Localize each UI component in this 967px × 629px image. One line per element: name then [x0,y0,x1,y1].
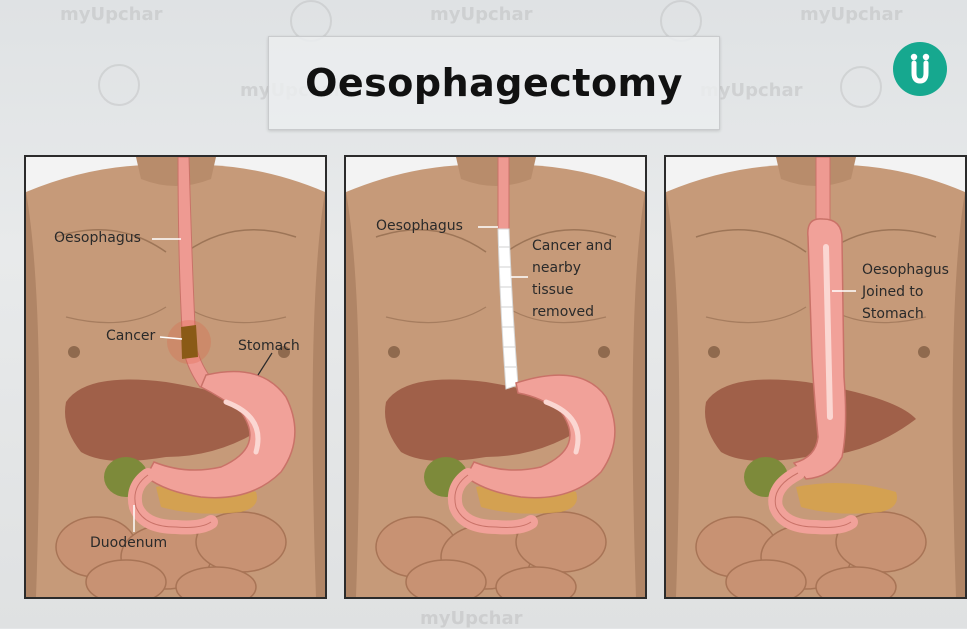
label-oesophagus: Oesophagus [54,229,141,248]
label-joined-line2: Joined to [862,283,923,302]
label-stomach: Stomach [238,337,300,356]
title-box: Oesophagectomy [268,36,720,130]
label-removed-line2: nearby [532,259,581,278]
panel-before-surgery: Oesophagus Cancer Stomach Duodenum [24,155,327,599]
brand-logo-glyph-icon [893,42,947,96]
anatomy-illustration [26,157,325,597]
label-removed-line4: removed [532,303,594,322]
label-duodenum: Duodenum [90,534,167,553]
label-joined-line3: Stomach [862,305,924,324]
panel-tissue-removed: Oesophagus Cancer and nearby tissue remo… [344,155,647,599]
label-oesophagus: Oesophagus [376,217,463,236]
label-joined-line1: Oesophagus [862,261,949,280]
label-cancer: Cancer [106,327,155,346]
page-title: Oesophagectomy [305,61,683,105]
anatomy-illustration [666,157,965,597]
label-removed-line3: tissue [532,281,573,300]
panel-oesophagus-joined: Oesophagus Joined to Stomach [664,155,967,599]
brand-logo-icon [893,42,947,96]
label-removed-line1: Cancer and [532,237,612,256]
